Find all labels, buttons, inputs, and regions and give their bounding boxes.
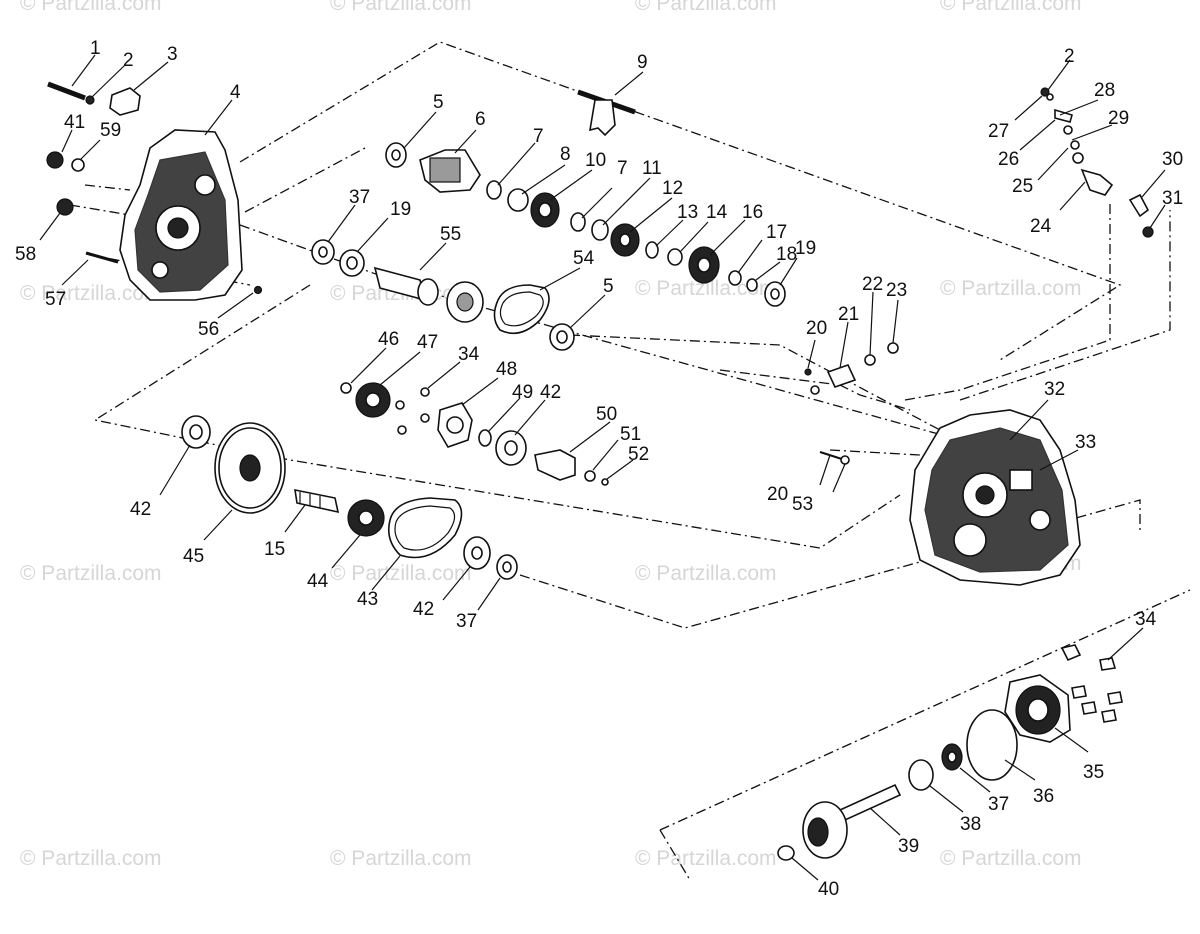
callout-labels: 1 2 3 4 41 59 58 57 56 5 6 7 8 10 7 11 1… — [15, 38, 1183, 900]
callout-19b: 19 — [390, 199, 411, 220]
callout-22: 22 — [862, 274, 883, 295]
callout-35: 35 — [1083, 762, 1104, 783]
callout-18: 18 — [776, 244, 797, 265]
callout-55: 55 — [440, 224, 461, 245]
parts — [46, 81, 1154, 861]
callout-1: 1 — [90, 38, 101, 59]
callout-53: 53 — [792, 494, 813, 515]
callout-56: 56 — [198, 319, 219, 340]
watermark: © Partzilla.com — [635, 0, 777, 15]
left-crankcase-half — [119, 129, 243, 301]
callout-3: 3 — [167, 44, 178, 65]
right-crankcase-half — [909, 409, 1081, 586]
callout-29: 29 — [1108, 108, 1129, 129]
callout-13: 13 — [677, 202, 698, 223]
callout-5: 5 — [433, 92, 444, 113]
callout-23: 23 — [886, 280, 907, 301]
callout-37b: 37 — [456, 611, 477, 632]
callout-20: 20 — [806, 318, 827, 339]
callout-26: 26 — [998, 149, 1019, 170]
callout-19: 19 — [795, 238, 816, 259]
callout-8: 8 — [560, 144, 571, 165]
watermark: © Partzilla.com — [940, 847, 1082, 870]
callout-51: 51 — [620, 424, 641, 445]
callout-24: 24 — [1030, 216, 1052, 237]
callout-42b: 42 — [130, 499, 151, 520]
callout-25: 25 — [1012, 176, 1033, 197]
watermark: © Partzilla.com — [940, 277, 1082, 300]
callout-59: 59 — [100, 120, 121, 141]
callout-54: 54 — [573, 248, 595, 269]
callout-7b: 7 — [617, 158, 628, 179]
callout-27: 27 — [988, 121, 1009, 142]
callout-17: 17 — [766, 222, 787, 243]
assembly-lines — [69, 41, 1191, 881]
callout-30: 30 — [1162, 149, 1183, 170]
shift-fork — [577, 89, 636, 137]
callout-44: 44 — [307, 571, 329, 592]
callout-37: 37 — [349, 187, 370, 208]
watermark: © Partzilla.com — [635, 277, 777, 300]
callout-41: 41 — [64, 112, 85, 133]
callout-57: 57 — [45, 289, 66, 310]
callout-42: 42 — [540, 382, 561, 403]
callout-28: 28 — [1094, 80, 1115, 101]
callout-50: 50 — [596, 404, 617, 425]
callout-15: 15 — [264, 539, 285, 560]
callout-9: 9 — [637, 52, 648, 73]
callout-37c: 37 — [988, 794, 1009, 815]
callout-46: 46 — [378, 329, 399, 350]
callout-42c: 42 — [413, 599, 434, 620]
callout-38: 38 — [960, 814, 981, 835]
output-shaft — [802, 783, 902, 859]
watermark: © Partzilla.com — [20, 0, 162, 15]
callout-5b: 5 — [603, 276, 614, 297]
watermark: © Partzilla.com — [330, 847, 472, 870]
callout-10: 10 — [585, 150, 606, 171]
callout-6: 6 — [475, 109, 486, 130]
callout-40: 40 — [818, 879, 839, 900]
watermark: © Partzilla.com — [20, 847, 162, 870]
watermark: © Partzilla.com — [940, 0, 1082, 15]
callout-7: 7 — [533, 126, 544, 147]
callout-2b: 2 — [1064, 46, 1075, 67]
callout-32: 32 — [1044, 379, 1065, 400]
callout-20b: 20 — [767, 484, 788, 505]
callout-14: 14 — [706, 202, 728, 223]
callout-34b: 34 — [1135, 609, 1157, 630]
watermark: © Partzilla.com — [330, 0, 472, 15]
watermark: © Partzilla.com — [635, 847, 777, 870]
callout-16: 16 — [742, 202, 763, 223]
callout-47: 47 — [417, 332, 438, 353]
watermark: © Partzilla.com — [330, 562, 472, 585]
watermark: © Partzilla.com — [20, 282, 162, 305]
callout-43: 43 — [357, 589, 378, 610]
watermark: © Partzilla.com — [20, 562, 162, 585]
watermark: © Partzilla.com — [635, 562, 777, 585]
callout-58: 58 — [15, 244, 36, 265]
callout-49: 49 — [512, 382, 533, 403]
callout-45: 45 — [183, 546, 204, 567]
callout-4: 4 — [230, 82, 241, 103]
callout-12: 12 — [662, 178, 683, 199]
callout-2: 2 — [123, 50, 134, 71]
callout-36: 36 — [1033, 786, 1054, 807]
callout-48: 48 — [496, 359, 517, 380]
callout-39: 39 — [898, 836, 919, 857]
callout-33: 33 — [1075, 432, 1096, 453]
callout-11: 11 — [642, 158, 662, 179]
callout-34: 34 — [458, 344, 480, 365]
callout-31: 31 — [1162, 188, 1183, 209]
callout-52: 52 — [628, 444, 649, 465]
leader-lines — [39, 54, 1166, 881]
callout-21: 21 — [838, 304, 859, 325]
